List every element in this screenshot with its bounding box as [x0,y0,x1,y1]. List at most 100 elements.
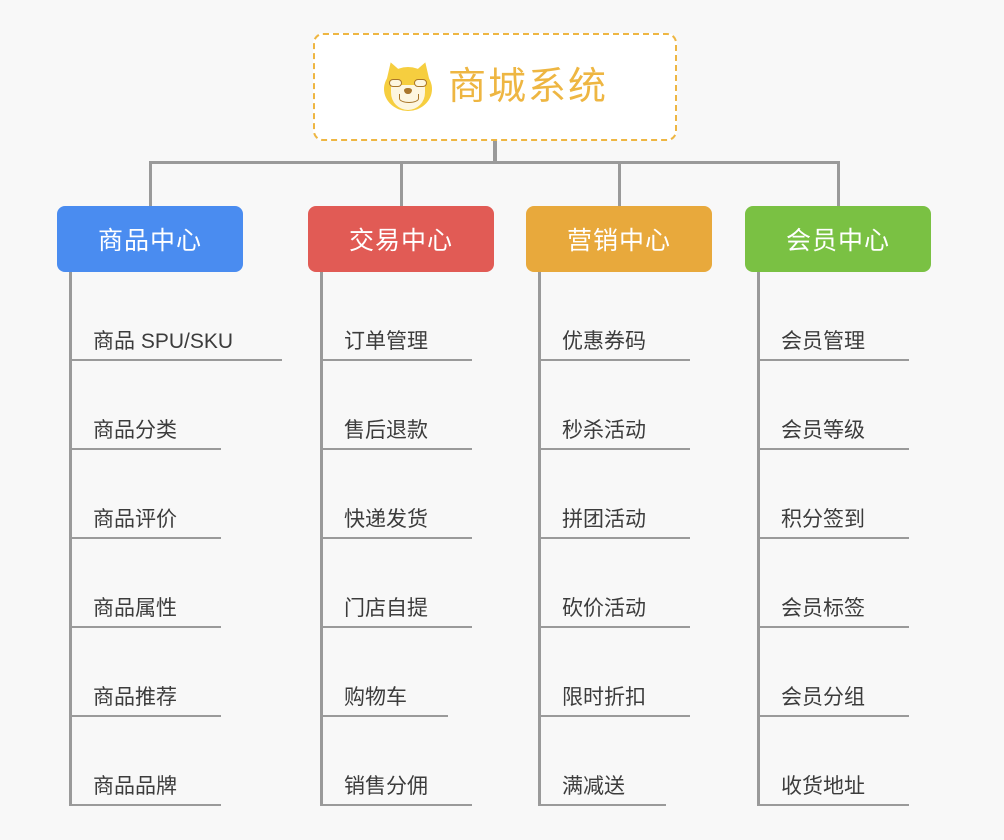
branch-spine [538,272,541,806]
leaf-label: 会员等级 [781,419,865,442]
root-node-shop-system[interactable]: 商城系统 [313,33,677,141]
branch-member-center: 会员中心 会员管理 会员等级 积分签到 会员标签 会员分组 [745,206,931,806]
branch-items-trade-center: 订单管理 售后退款 快递发货 门店自提 购物车 销售分佣 [308,272,494,806]
branch-spine [320,272,323,806]
leaf-label: 商品评价 [93,508,177,531]
branch-spine [69,272,72,806]
leaf-rule [538,715,690,717]
leaf-item[interactable]: 商品分类 [57,361,243,450]
leaf-item[interactable]: 订单管理 [308,272,494,361]
leaf-item[interactable]: 商品 SPU/SKU [57,272,282,361]
leaf-label: 商品推荐 [93,686,177,709]
leaf-label: 快递发货 [344,508,428,531]
leaf-rule [757,359,909,361]
branch-product-center: 商品中心 商品 SPU/SKU 商品分类 商品评价 商品属性 商品推荐 [57,206,282,806]
leaf-rule [757,626,909,628]
leaf-item[interactable]: 会员分组 [745,628,931,717]
leaf-item[interactable]: 会员管理 [745,272,931,361]
leaf-rule [757,537,909,539]
branch-items-member-center: 会员管理 会员等级 积分签到 会员标签 会员分组 收货地址 [745,272,931,806]
leaf-label: 售后退款 [344,419,428,442]
branch-header-label: 营销中心 [566,227,671,255]
leaf-item[interactable]: 拼团活动 [526,450,712,539]
leaf-item[interactable]: 购物车 [308,628,494,717]
leaf-rule [538,537,690,539]
connector-drop-product-center [149,161,152,209]
leaf-item[interactable]: 砍价活动 [526,539,712,628]
leaf-label: 秒杀活动 [562,419,646,442]
leaf-item[interactable]: 销售分佣 [308,717,494,806]
leaf-rule [538,626,690,628]
leaf-rule [757,804,909,806]
root-title: 商城系统 [447,66,608,108]
leaf-rule [69,448,221,450]
leaf-label: 砍价活动 [562,597,646,620]
leaf-label: 商品品牌 [93,775,177,798]
leaf-rule [320,537,472,539]
leaf-label: 满减送 [562,775,625,798]
leaf-label: 会员管理 [781,330,865,353]
leaf-item[interactable]: 积分签到 [745,450,931,539]
leaf-label: 商品分类 [93,419,177,442]
leaf-item[interactable]: 商品属性 [57,539,243,628]
leaf-label: 门店自提 [344,597,428,620]
leaf-label: 商品 SPU/SKU [93,330,234,353]
leaf-rule [320,804,472,806]
leaf-rule [69,359,282,361]
leaf-rule [69,537,221,539]
leaf-label: 会员分组 [781,686,865,709]
leaf-rule [69,715,221,717]
leaf-rule [538,359,690,361]
branch-header-product-center[interactable]: 商品中心 [57,206,243,272]
leaf-item[interactable]: 快递发货 [308,450,494,539]
branch-header-member-center[interactable]: 会员中心 [745,206,931,272]
branch-header-marketing-center[interactable]: 营销中心 [526,206,712,272]
branch-marketing-center: 营销中心 优惠券码 秒杀活动 拼团活动 砍价活动 限时折扣 [526,206,712,806]
leaf-item[interactable]: 限时折扣 [526,628,712,717]
leaf-rule [320,359,472,361]
leaf-item[interactable]: 会员等级 [745,361,931,450]
leaf-item[interactable]: 商品评价 [57,450,243,539]
shiba-dog-face-icon [382,59,434,113]
leaf-item[interactable]: 收货地址 [745,717,931,806]
leaf-rule [757,715,909,717]
leaf-item[interactable]: 会员标签 [745,539,931,628]
connector-drop-marketing-center [618,161,621,209]
leaf-label: 积分签到 [781,508,865,531]
branch-header-trade-center[interactable]: 交易中心 [308,206,494,272]
connector-drop-trade-center [400,161,403,209]
connector-drop-member-center [837,161,840,209]
leaf-label: 购物车 [344,686,407,709]
branch-items-marketing-center: 优惠券码 秒杀活动 拼团活动 砍价活动 限时折扣 满减送 [526,272,712,806]
leaf-label: 收货地址 [781,775,865,798]
leaf-item[interactable]: 满减送 [526,717,712,806]
leaf-label: 拼团活动 [562,508,646,531]
leaf-item[interactable]: 门店自提 [308,539,494,628]
leaf-rule [538,804,666,806]
leaf-label: 限时折扣 [562,686,646,709]
leaf-rule [69,626,221,628]
leaf-item[interactable]: 商品品牌 [57,717,243,806]
leaf-rule [69,804,221,806]
leaf-label: 销售分佣 [344,775,428,798]
leaf-item[interactable]: 优惠券码 [526,272,712,361]
leaf-rule [320,626,472,628]
connector-root-stem [493,141,497,163]
leaf-label: 商品属性 [93,597,177,620]
branch-header-label: 交易中心 [348,227,453,255]
leaf-item[interactable]: 商品推荐 [57,628,243,717]
branch-spine [757,272,760,806]
leaf-label: 订单管理 [344,330,428,353]
leaf-item[interactable]: 售后退款 [308,361,494,450]
leaf-rule [320,448,472,450]
leaf-rule [538,448,690,450]
branch-trade-center: 交易中心 订单管理 售后退款 快递发货 门店自提 购物车 [308,206,494,806]
leaf-label: 优惠券码 [562,330,646,353]
leaf-label: 会员标签 [781,597,865,620]
connector-horizontal-bus [149,161,840,164]
branch-header-label: 商品中心 [97,227,202,255]
leaf-item[interactable]: 秒杀活动 [526,361,712,450]
branch-header-label: 会员中心 [785,227,890,255]
leaf-rule [320,715,448,717]
